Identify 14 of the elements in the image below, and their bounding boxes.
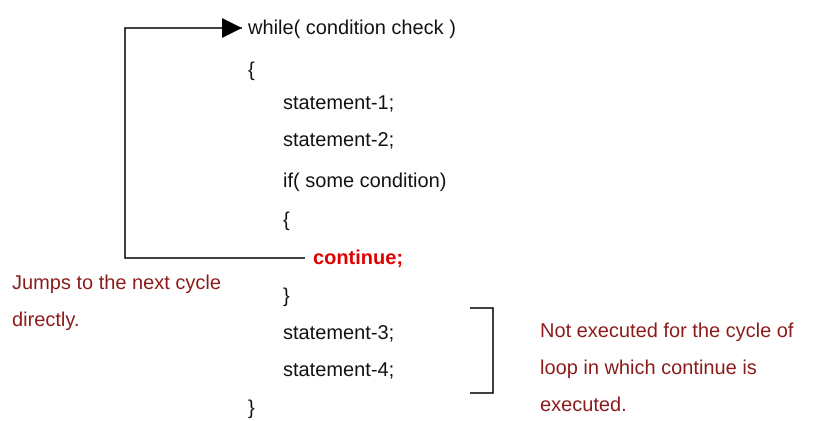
code-line: if( some condition) [283,169,446,194]
code-line: { [283,208,290,233]
code-line: statement-1; [283,91,394,116]
code-keyword: continue; [305,245,403,271]
code-line: } [283,284,290,309]
code-line: statement-4; [283,358,394,383]
code-line: while( condition check ) [248,15,456,41]
code-line: { [248,58,255,83]
code-line: statement-2; [283,128,394,153]
code-line: statement-3; [283,321,394,346]
code-line: } [248,396,255,421]
annotation: Not executed for the cycle of loop in which continue is executed. [540,319,794,418]
annotation: Jumps to the next cycle directly. [12,271,222,333]
loop-arrow [124,18,305,259]
